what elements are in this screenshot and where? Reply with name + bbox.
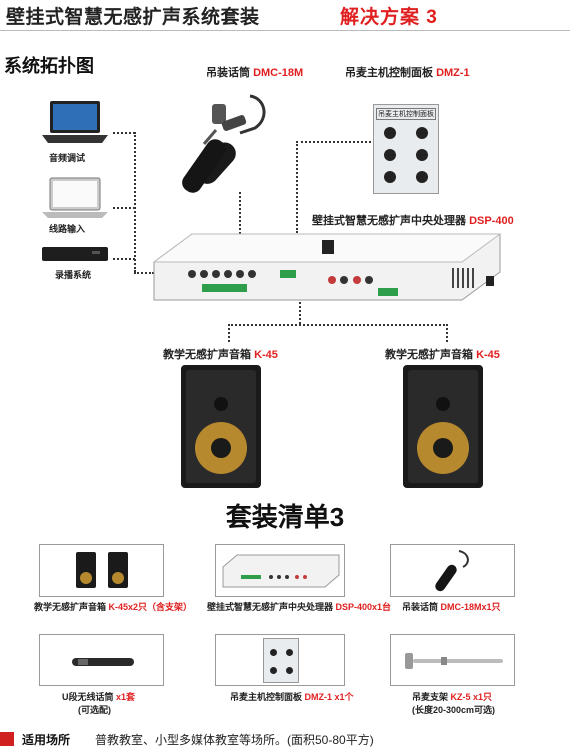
kit-item-highlight: K-45x2只（含支架） [108,602,193,612]
kit-list-title: 套装清单3 [225,502,345,532]
kit-item-highlight: DMC-18Mx1只 [440,602,501,612]
mic-model: DMC-18M [253,67,304,79]
panel-knob-icon [270,649,277,656]
kit-item-box [39,544,164,597]
panel-knob-icon [416,171,428,183]
page-title: 壁挂式智慧无感扩声系统套装 [6,7,260,28]
kit-item-label: U段无线话筒 x1套 [62,690,135,703]
kit-speaker-pair-image [76,552,128,588]
speaker-left-model: K-45 [254,349,278,361]
connector-line [134,272,154,274]
mic-label: 吊装话筒 DMC-18M [206,64,303,80]
kit-item-name: 教学无感扩声音箱 [34,602,107,612]
footer-marker [0,732,14,746]
kit-item-box [390,634,515,686]
footer-text: 普教教室、小型多媒体教室等场所。(面积50-80平方) [95,733,374,747]
kit-mic-stand-image [405,653,503,669]
hanging-mic-image [182,94,266,193]
panel-knob-icon [384,149,396,161]
speaker-right-name: 教学无感扩声音箱 [385,349,473,361]
kit-item-name: 壁挂式智慧无感扩声中央处理器 [207,602,334,612]
kit-item-label: 吊装话筒 DMC-18Mx1只 [402,600,501,613]
mic-name: 吊装话筒 [206,67,250,79]
kit-item-name: 吊麦支架 [412,692,449,702]
kit-item-highlight: KZ-5 x1只 [450,692,493,702]
connector-line [228,324,448,326]
processor-name: 壁挂式智慧无感扩声中央处理器 [312,215,466,227]
laptop-icon [42,101,108,143]
kit-item-name: U段无线话筒 [62,692,114,702]
device-label-recording: 录播系统 [55,270,92,280]
device-label-line-input: 线路输入 [49,224,86,234]
speaker-right-model: K-45 [476,349,500,361]
kit-item-box [215,634,345,686]
kit-item-label: 吊麦主机控制面板 DMZ-1 x1个 [230,690,354,703]
kit-item-note: (可选配) [78,705,111,715]
connector-line [228,324,230,342]
speaker-left-label: 教学无感扩声音箱 K-45 [163,346,278,362]
panel-knob-icon [384,127,396,139]
connector-line [296,141,298,233]
kit-item-note: (长度20-300cm可选) [412,705,496,715]
connector-line [299,302,301,324]
connector-line [113,258,135,260]
connector-line [239,192,241,234]
speaker-left-image [181,365,261,488]
kit-mic-image [435,550,469,592]
recorder-icon [42,247,108,261]
panel-knob-icon [384,171,396,183]
kit-item-highlight: DSP-400x1台 [335,602,392,612]
processor-device-image [152,233,502,301]
kit-item-box [390,544,515,597]
panel-name: 吊麦主机控制面板 [345,67,433,79]
kit-item-name: 吊装话筒 [402,602,439,612]
kit-item-highlight: x1套 [116,692,136,702]
panel-knob-icon [286,667,293,674]
kit-item-label: 教学无感扩声音箱 K-45x2只（含支架） [34,600,192,613]
processor-label: 壁挂式智慧无感扩声中央处理器 DSP-400 [312,212,514,228]
kit-control-panel-image [263,638,299,683]
kit-processor-image [222,554,340,588]
footer-label: 适用场所 [22,733,71,747]
kit-item-highlight: DMZ-1 x1个 [304,692,354,702]
processor-model: DSP-400 [469,215,514,227]
kit-item-label: 壁挂式智慧无感扩声中央处理器 DSP-400x1台 [207,600,391,613]
page-header: 壁挂式智慧无感扩声系统套装 解决方案 3 [0,0,570,28]
speaker-right-image [403,365,483,488]
speaker-left-name: 教学无感扩声音箱 [163,349,251,361]
connector-line [113,207,135,209]
device-label-audio-debug: 音频调试 [49,153,86,163]
panel-label: 吊麦主机控制面板 DMZ-1 [345,64,470,80]
panel-model: DMZ-1 [436,67,470,79]
page-subtitle: 解决方案 3 [340,7,438,28]
connector-line [113,132,135,134]
speaker-right-label: 教学无感扩声音箱 K-45 [385,346,500,362]
topology-section-title: 系统拓扑图 [4,56,94,76]
connector-line [134,132,136,272]
panel-knob-icon [270,667,277,674]
kit-item-name: 吊麦主机控制面板 [230,692,303,702]
notebook-icon [42,177,108,218]
kit-item-box [215,544,345,597]
kit-item-box [39,634,164,686]
header-divider [0,30,570,31]
connector-line [296,141,371,143]
panel-knob-icon [416,127,428,139]
control-panel-image: 吊麦主机控制面板 [373,104,439,194]
kit-wireless-mic-image [72,658,134,666]
kit-item-label: 吊麦支架 KZ-5 x1只 [412,690,492,703]
panel-knob-icon [416,149,428,161]
panel-face-title: 吊麦主机控制面板 [376,108,436,120]
connector-line [446,324,448,342]
panel-knob-icon [286,649,293,656]
